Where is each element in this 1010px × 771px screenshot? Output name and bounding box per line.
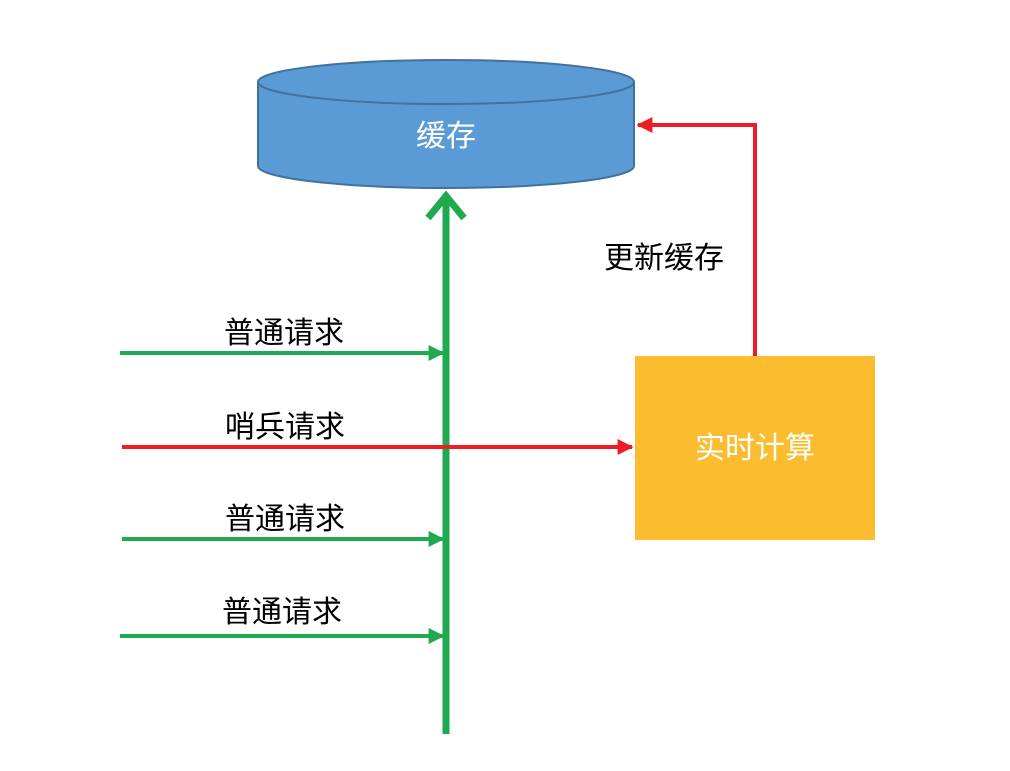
- update-cache-label: 更新缓存: [604, 241, 724, 276]
- normal-request-label-2: 普通请求: [225, 502, 345, 537]
- update-cache-arrow: [636, 117, 757, 356]
- cache-cylinder-body: [257, 82, 635, 189]
- trunk-arrowhead: [425, 190, 467, 221]
- realtime-node: 实时计算: [635, 356, 875, 540]
- cache-node: 缓存: [257, 59, 635, 189]
- realtime-box: [635, 356, 875, 540]
- normal-request-label-1: 普通请求: [224, 316, 344, 351]
- normal-request-label-3: 普通请求: [222, 595, 342, 630]
- realtime-label: 实时计算: [695, 431, 815, 466]
- cache-cylinder-top: [257, 59, 635, 105]
- cache-label: 缓存: [416, 119, 476, 154]
- sentinel-request-label: 哨兵请求: [225, 410, 345, 445]
